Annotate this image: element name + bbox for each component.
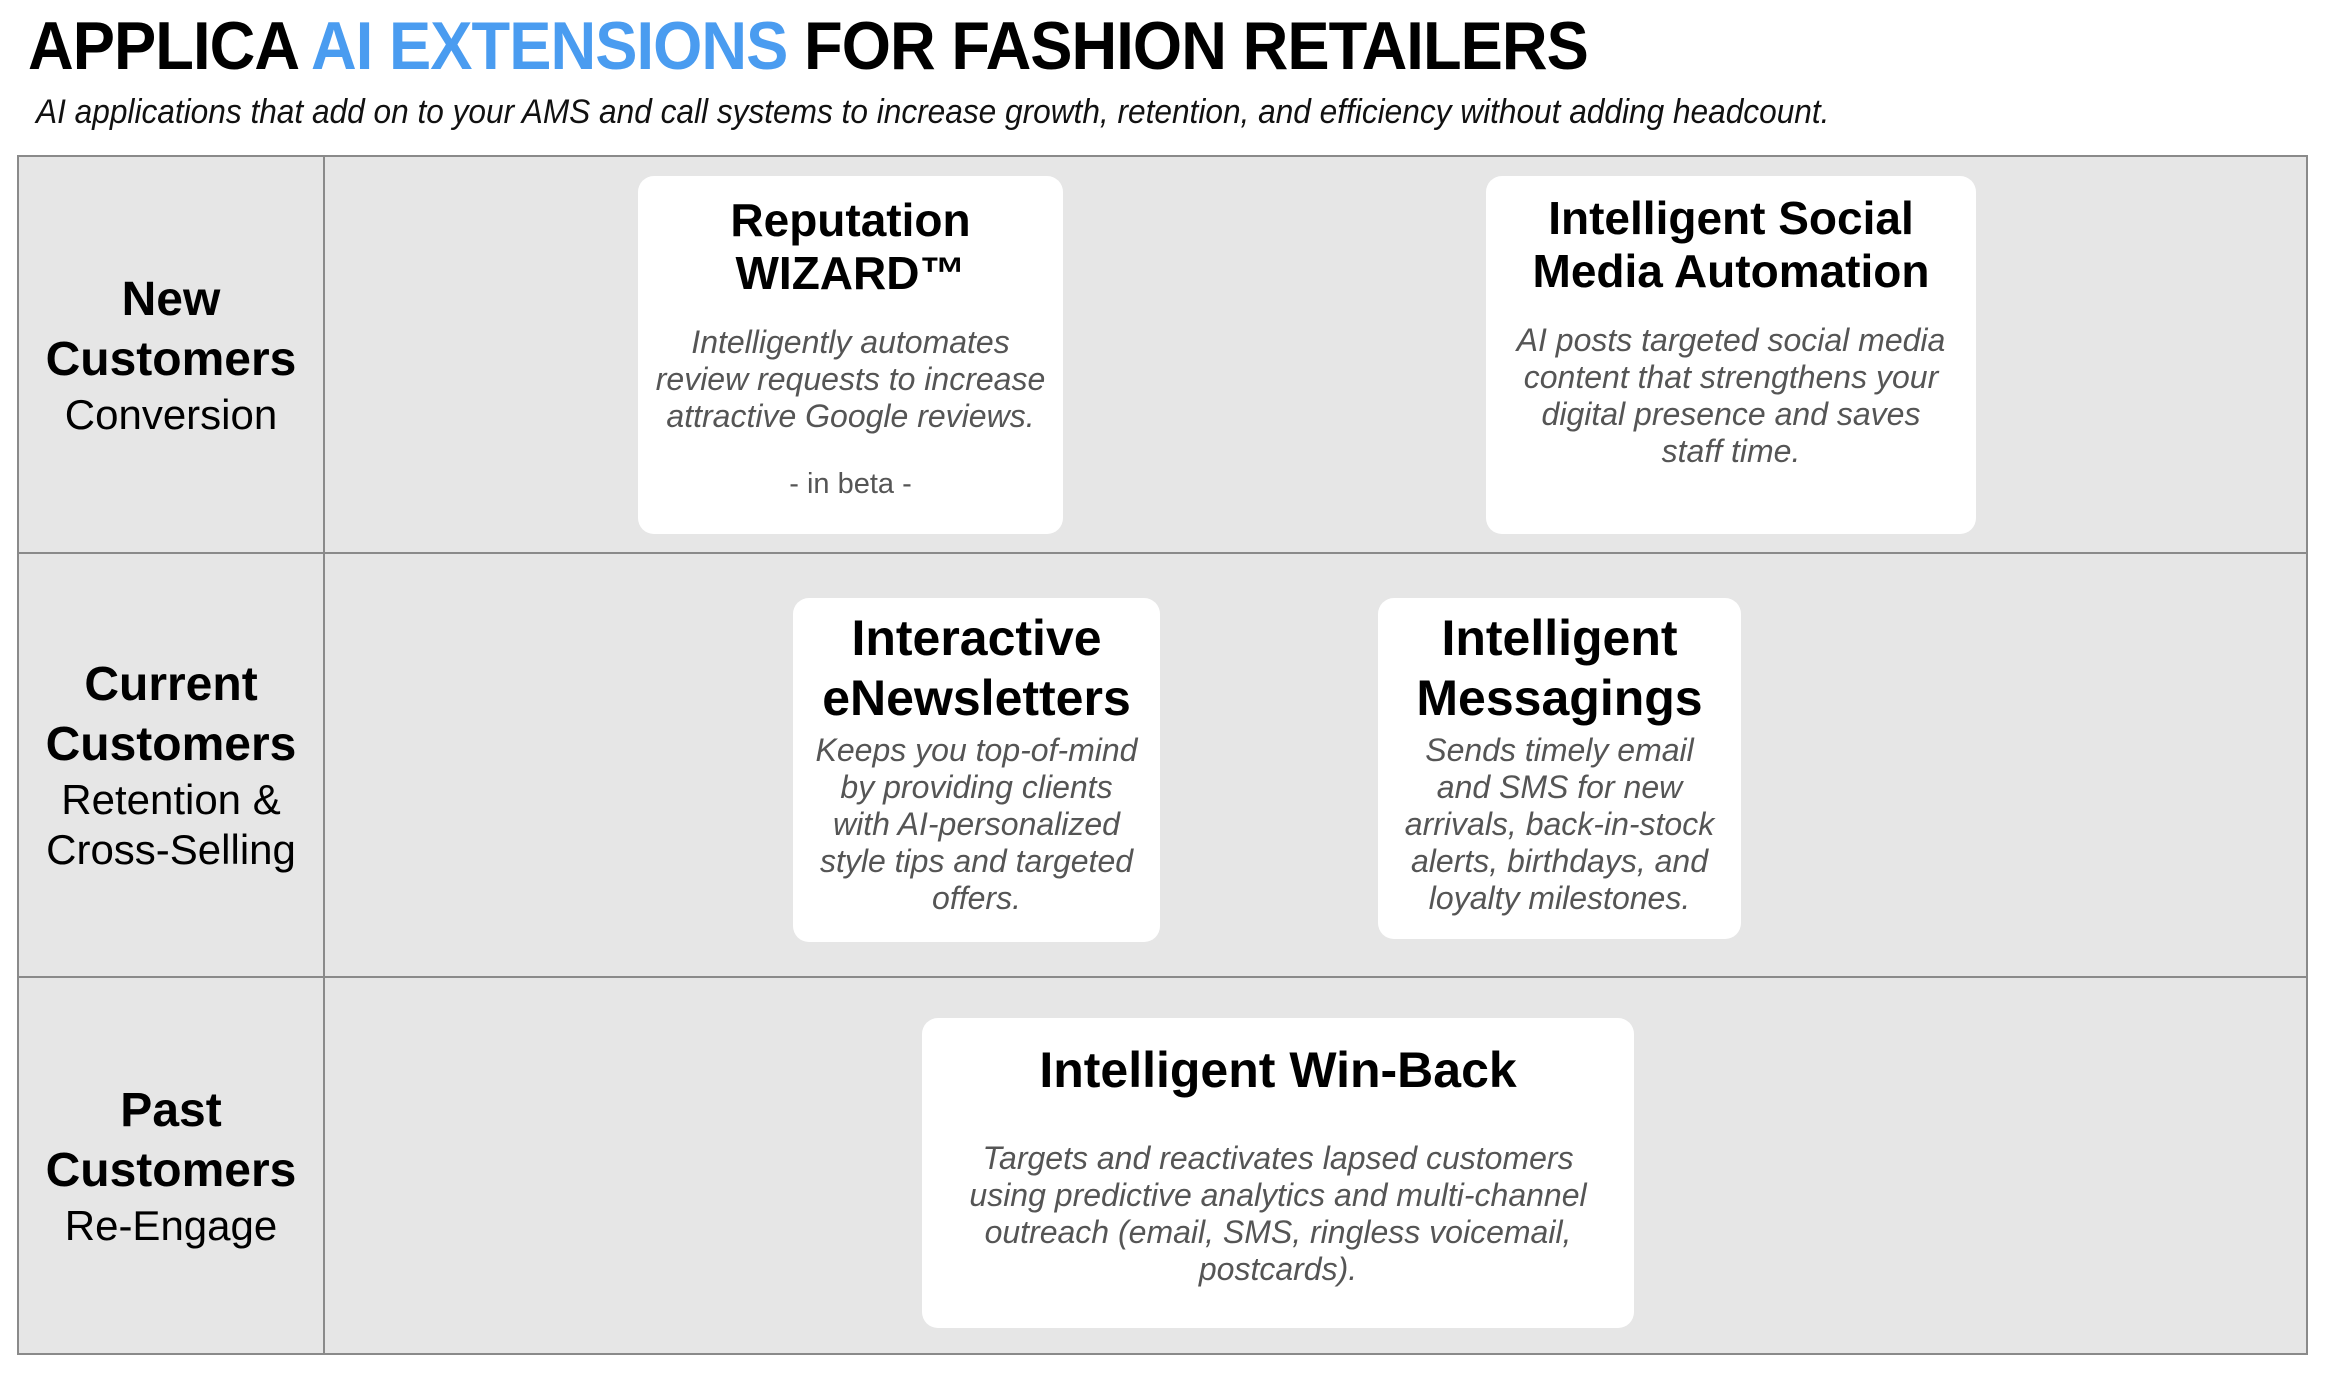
card-description: Intelligently automates review requests …	[655, 324, 1046, 434]
row-new-customers: New Customers Conversion Reputation WIZA…	[19, 157, 2306, 554]
row-label-subtitle: Conversion	[64, 390, 278, 438]
card-title-line-2: Messagings	[1416, 670, 1703, 726]
row-label-title-line-1: New	[121, 272, 221, 326]
row-label-subtitle: Re-Engage	[64, 1201, 278, 1249]
card-title: Reputation WIZARD™	[654, 194, 1047, 300]
row-label-subtitle-line-2: Cross-Selling	[46, 826, 296, 873]
row-label-title-line-2: Customers	[45, 1143, 297, 1197]
card-title-line-2: WIZARD™	[735, 247, 966, 299]
card-reputation-wizard[interactable]: Reputation WIZARD™ Intelligently automat…	[638, 176, 1063, 534]
card-title: Intelligent Messagings	[1394, 608, 1725, 728]
card-social-media-automation[interactable]: Intelligent Social Media Automation AI p…	[1486, 176, 1976, 534]
card-title-line-1: Reputation	[730, 194, 971, 246]
row-label-subtitle-line-1: Retention &	[61, 776, 281, 823]
title-part-2: FOR FASHION RETAILERS	[787, 8, 1589, 84]
page-subtitle: AI applications that add on to your AMS …	[36, 93, 1830, 131]
card-title: Intelligent Social Media Automation	[1502, 192, 1960, 298]
row-current-customers: Current Customers Retention & Cross-Sell…	[19, 554, 2306, 978]
card-interactive-enewsletters[interactable]: Interactive eNewsletters Keeps you top-o…	[793, 598, 1160, 942]
card-intelligent-messagings[interactable]: Intelligent Messagings Sends timely emai…	[1378, 598, 1741, 939]
card-description: Sends timely email and SMS for new arriv…	[1404, 732, 1715, 916]
card-description: Targets and reactivates lapsed customers…	[969, 1140, 1587, 1287]
row-label-title-line-1: Past	[120, 1083, 222, 1137]
card-title-line-1: Interactive	[851, 610, 1102, 666]
row-label-past-customers: Past Customers Re-Engage	[19, 978, 325, 1353]
row-label-title-line-1: Current	[84, 658, 258, 711]
card-title-line-2: eNewsletters	[822, 670, 1131, 726]
page-title: APPLICA AI EXTENSIONS FOR FASHION RETAIL…	[28, 6, 1589, 86]
title-accent: AI EXTENSIONS	[311, 8, 788, 84]
card-description: Keeps you top-of-mind by providing clien…	[815, 732, 1138, 916]
row-label-title-line-2: Customers	[45, 718, 297, 771]
row-label-new-customers: New Customers Conversion	[19, 157, 325, 552]
segment-matrix: New Customers Conversion Reputation WIZA…	[17, 155, 2308, 1355]
card-description: AI posts targeted social media content t…	[1516, 322, 1946, 469]
title-part-1: APPLICA	[28, 8, 312, 84]
row-label-current-customers: Current Customers Retention & Cross-Sell…	[19, 554, 325, 976]
row-past-customers: Past Customers Re-Engage Intelligent Win…	[19, 978, 2306, 1353]
card-title-line-1: Intelligent Social	[1548, 192, 1914, 244]
card-intelligent-win-back[interactable]: Intelligent Win-Back Targets and reactiv…	[922, 1018, 1634, 1328]
card-title-line-2: Media Automation	[1532, 245, 1930, 297]
beta-badge: - in beta -	[789, 468, 912, 500]
card-title: Intelligent Win-Back	[1039, 1042, 1517, 1098]
row-label-title-line-2: Customers	[45, 332, 297, 386]
card-title: Interactive eNewsletters	[809, 608, 1144, 728]
card-title-line-1: Intelligent	[1441, 610, 1678, 666]
